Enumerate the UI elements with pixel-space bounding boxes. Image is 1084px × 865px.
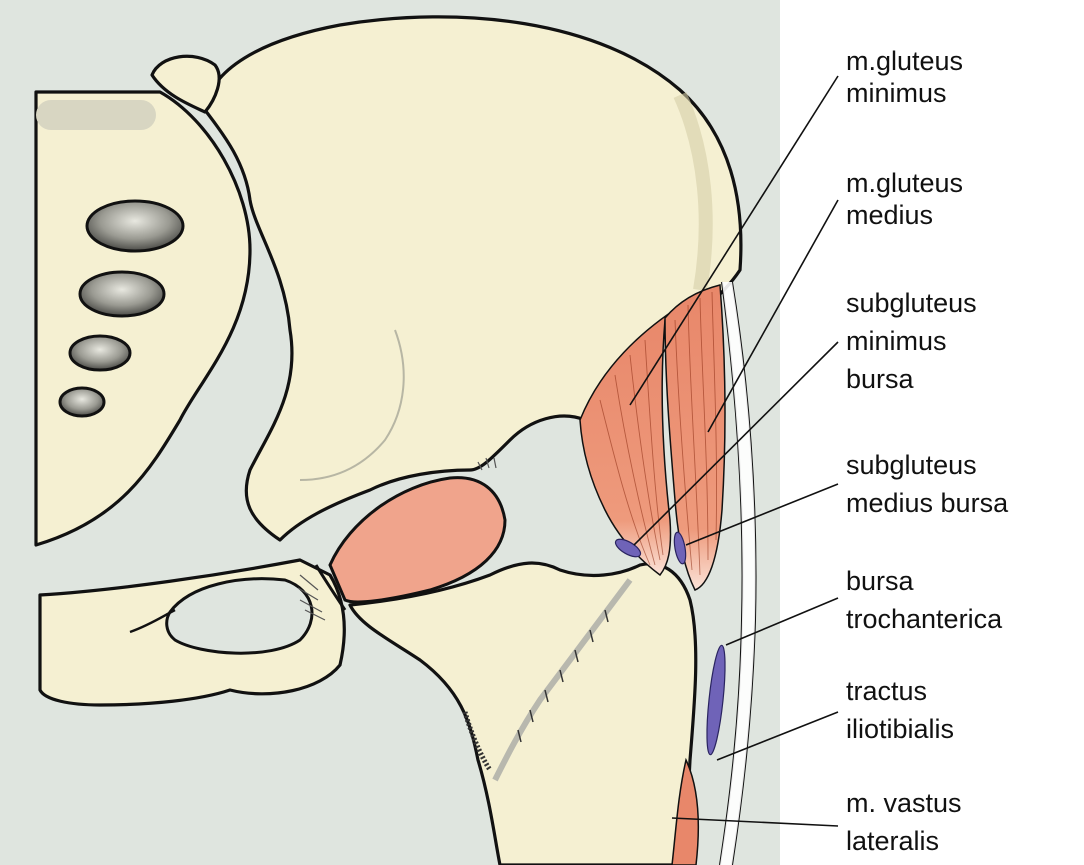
label-subgluteus-minimus-bursa-line1: subgluteus (846, 288, 977, 318)
label-subgluteus-minimus-bursa: subgluteus minimus bursa (846, 288, 984, 394)
label-gluteus-medius: m.gluteus medius (846, 168, 971, 230)
label-vastus-lateralis-line2: lateralis (846, 826, 939, 856)
label-gluteus-minimus-line2: minimus (846, 78, 947, 108)
sacral-foramen-3 (70, 336, 130, 370)
label-subgluteus-minimus-bursa-line3: bursa (846, 364, 915, 394)
label-gluteus-medius-line1: m.gluteus (846, 168, 963, 198)
sacral-foramen-1 (87, 201, 183, 251)
sacral-foramen-4 (60, 388, 104, 416)
label-gluteus-minimus-line1: m.gluteus (846, 46, 963, 76)
label-subgluteus-minimus-bursa-line2: minimus (846, 326, 947, 356)
label-subgluteus-medius-bursa-line2: medius bursa (846, 488, 1009, 518)
label-vastus-lateralis-line1: m. vastus (846, 788, 962, 818)
label-bursa-trochanterica: bursa trochanterica (846, 566, 1003, 634)
sacral-foramen-2 (80, 272, 164, 316)
label-vastus-lateralis: m. vastus lateralis (846, 788, 969, 856)
label-bursa-trochanterica-line1: bursa (846, 566, 915, 596)
sacral-ridge (36, 100, 156, 130)
label-subgluteus-medius-bursa-line1: subgluteus (846, 450, 977, 480)
label-tractus-iliotibialis: tractus iliotibialis (846, 676, 954, 744)
label-gluteus-medius-line2: medius (846, 200, 933, 230)
label-gluteus-minimus: m.gluteus minimus (846, 46, 971, 108)
label-tractus-iliotibialis-line2: iliotibialis (846, 714, 954, 744)
label-subgluteus-medius-bursa: subgluteus medius bursa (846, 450, 1009, 518)
label-bursa-trochanterica-line2: trochanterica (846, 604, 1003, 634)
label-tractus-iliotibialis-line1: tractus (846, 676, 927, 706)
